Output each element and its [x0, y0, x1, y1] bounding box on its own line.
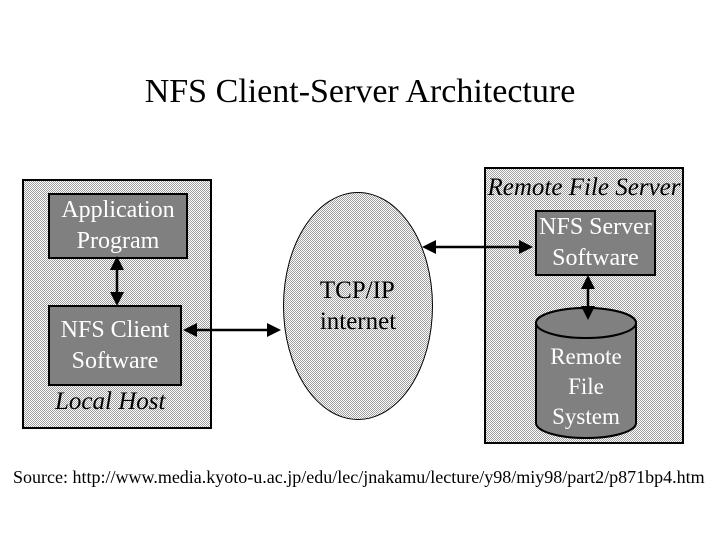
application-program-box: Application Program	[48, 193, 188, 259]
nfs-client-software-label: NFS Client Software	[60, 316, 170, 374]
local-host-panel: Application Program NFS Client Software …	[22, 179, 212, 429]
remote-file-system-cylinder: Remote File System	[534, 306, 638, 440]
remote-file-server-panel: Remote File Server NFS Server Software R…	[484, 167, 684, 444]
nfs-server-software-box: NFS Server Software	[535, 210, 656, 276]
application-program-label: Application Program	[61, 197, 175, 254]
page-title: NFS Client-Server Architecture	[144, 73, 576, 110]
remote-file-server-label: Remote File Server	[487, 174, 681, 201]
source-text: Source: http://www.media.kyoto-u.ac.jp/e…	[13, 467, 705, 487]
remote-file-system-label: Remote File System	[550, 344, 622, 429]
tcpip-internet-ellipse: TCP/IP internet	[283, 192, 433, 420]
local-host-label: Local Host	[55, 388, 166, 415]
nfs-server-software-label: NFS Server Software	[539, 214, 652, 271]
tcpip-internet-label: TCP/IP internet	[319, 277, 397, 335]
nfs-client-software-box: NFS Client Software	[48, 305, 182, 386]
